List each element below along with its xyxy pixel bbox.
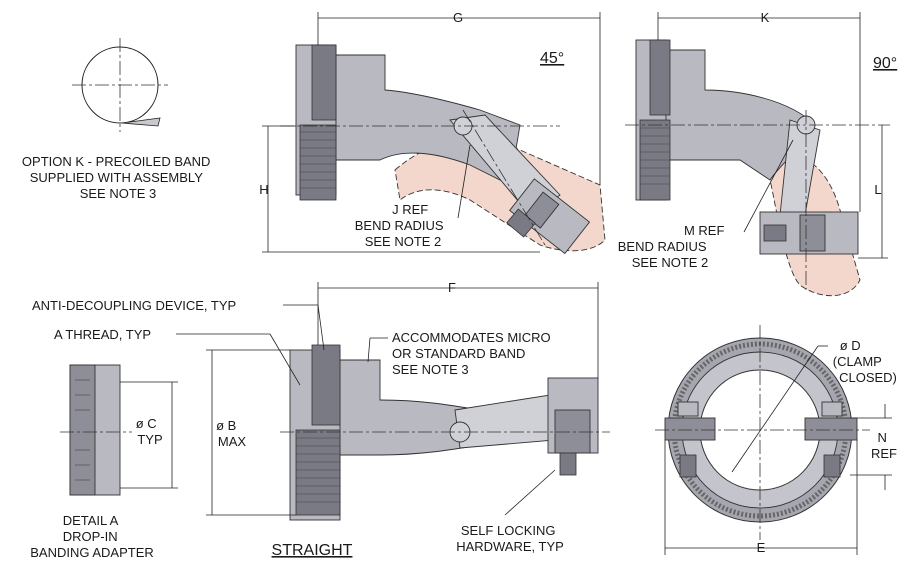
svg-text:OPTION K - PRECOILED BAND: OPTION K - PRECOILED BAND SUPPLIED WITH … (22, 154, 214, 201)
knurl-lines-straight (296, 437, 340, 503)
j-ref-label: J REF (392, 202, 428, 217)
dim-n-label: N (877, 430, 886, 445)
option-k-line-2: SUPPLIED WITH ASSEMBLY (30, 170, 203, 185)
m-ref-label: M REF (684, 223, 725, 238)
view-90-degree: K L 90° M REF BEND RADIUS SEE NOTE 2 (618, 10, 897, 297)
j-note-label: SEE NOTE 2 (365, 234, 442, 249)
view-45-degree: G H 45° J REF BEND RADIUS SEE NOTE 2 (259, 10, 606, 255)
knurl-top-45 (311, 44, 337, 121)
adapter-slots (75, 379, 90, 481)
dim-l-label: L (874, 182, 881, 197)
dim-e-label: E (757, 540, 766, 555)
dim-b-max-label: MAX (218, 434, 247, 449)
svg-text:ø B MAX: ø B MAX (216, 418, 246, 449)
anti-decoupling-label: ANTI-DECOUPLING DEVICE, TYP (32, 298, 236, 313)
clamp-nut-left (677, 401, 699, 417)
view-straight: F ø B MAX ANTI-DECOUPLING DEVICE, TYP A … (32, 280, 610, 559)
clamp-bolt-left (679, 454, 697, 478)
arm-straight (454, 394, 556, 449)
saddle-bottom-straight (554, 409, 591, 454)
svg-text:M REF BEND RADIUS: M REF BEND RADIUS SEE NOTE 2 (618, 223, 728, 270)
dim-d-clamp-label: (CLAMP (833, 354, 882, 369)
knurl-bottom-45 (299, 124, 337, 201)
a-thread-label: A THREAD, TYP (54, 327, 151, 342)
dim-f-label: F (448, 280, 456, 295)
svg-text:DETAIL A DROP-IN B: DETAIL A DROP-IN BANDING ADAPTER (30, 513, 154, 560)
svg-text:N REF: N REF (871, 430, 897, 461)
hardware-line-1: SELF LOCKING (461, 523, 556, 538)
detail-a-line-1: DETAIL A (63, 513, 119, 528)
dim-d-closed-label: CLOSED) (839, 370, 897, 385)
clamp-bolt-right (823, 454, 841, 478)
knurl-lines-90 (640, 127, 670, 185)
screw-90 (763, 224, 787, 242)
dim-c-label: ø C (136, 416, 157, 431)
detail-a-line-2: DROP-IN (63, 529, 118, 544)
detail-a-line-3: BANDING ADAPTER (30, 545, 154, 560)
svg-text:SELF LOCKING HARDWARE, T: SELF LOCKING HARDWARE, TYP (456, 523, 564, 554)
svg-text:J REF BEND RADIUS: J REF BEND RADIUS SEE NOTE 2 (355, 202, 447, 249)
svg-text:ø D (CLAMP CLOSED): ø D (CLAMP CLOSED) (833, 338, 897, 385)
clamp-tab-left (664, 417, 716, 441)
clamp-nut-right (821, 401, 843, 417)
dim-c-typ-label: TYP (137, 432, 162, 447)
dim-b-label: ø B (216, 418, 236, 433)
clamp-tab-right (804, 417, 858, 441)
detail-a-view: ø C TYP DETAIL A DROP-IN BANDING ADAPTER (30, 364, 178, 560)
option-k-line-1: OPTION K - PRECOILED BAND (22, 154, 211, 169)
dim-n-ref-label: REF (871, 446, 897, 461)
m-note-label: SEE NOTE 2 (632, 255, 709, 270)
knurl-top-90 (649, 39, 671, 116)
dim-k-label: K (761, 10, 770, 25)
hardware-line-2: HARDWARE, TYP (456, 539, 564, 554)
title-45: 45° (540, 50, 564, 67)
dim-g-label: G (453, 10, 463, 25)
svg-text:ø C TYP: ø C TYP (136, 416, 163, 447)
band-tail (121, 117, 161, 127)
m-bend-radius-label: BEND RADIUS (618, 239, 707, 254)
band-line-1: ACCOMMODATES MICRO (392, 330, 551, 345)
title-90: 90° (873, 55, 897, 72)
option-k-line-3: SEE NOTE 3 (80, 186, 157, 201)
band-line-3: SEE NOTE 3 (392, 362, 469, 377)
svg-text:ACCOMMODATES MICRO OR ST: ACCOMMODATES MICRO OR STANDARD BAND SEE … (392, 330, 554, 377)
saddle-inner-90 (799, 214, 826, 252)
screw-straight (559, 452, 577, 476)
option-k-view: OPTION K - PRECOILED BAND SUPPLIED WITH … (22, 38, 214, 201)
knurl-bottom-straight (295, 429, 341, 516)
screw-45 (506, 208, 536, 238)
j-bend-radius-label: BEND RADIUS (355, 218, 444, 233)
knurl-top-straight (311, 344, 341, 426)
dim-d-label: ø D (840, 338, 861, 353)
dim-h-label: H (259, 182, 268, 197)
adapter-knurl (69, 364, 96, 496)
knurl-lines-45 (300, 131, 336, 189)
title-straight: STRAIGHT (272, 542, 353, 559)
band-line-2: OR STANDARD BAND (392, 346, 525, 361)
clamp-view: ø D (CLAMP CLOSED) E N REF (655, 325, 897, 555)
